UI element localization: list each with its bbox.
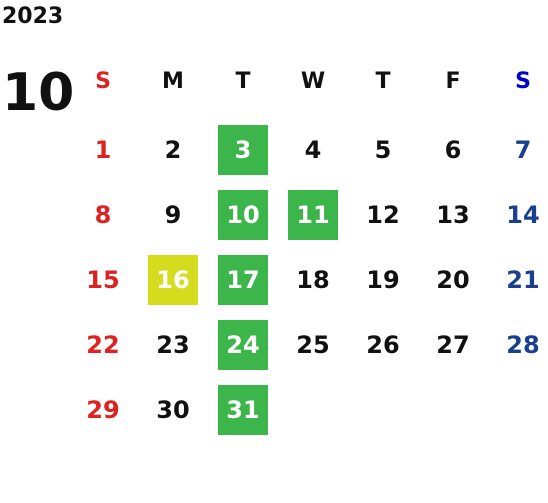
calendar-day-4[interactable]: 4 — [304, 136, 322, 164]
calendar-day-23[interactable]: 23 — [156, 331, 190, 359]
calendar-day-1[interactable]: 1 — [94, 136, 112, 164]
calendar-day-18[interactable]: 18 — [296, 266, 330, 294]
calendar-day-5[interactable]: 5 — [374, 136, 392, 164]
calendar-day-15[interactable]: 15 — [86, 266, 120, 294]
calendar-day-29[interactable]: 29 — [86, 396, 120, 424]
calendar-day-12[interactable]: 12 — [366, 201, 400, 229]
calendar-day-6[interactable]: 6 — [444, 136, 462, 164]
calendar-day-24[interactable]: 24 — [218, 320, 268, 370]
calendar-day-2[interactable]: 2 — [164, 136, 182, 164]
calendar-day-19[interactable]: 19 — [366, 266, 400, 294]
calendar-day-20[interactable]: 20 — [436, 266, 470, 294]
weekday-header-friday: F — [445, 68, 461, 94]
calendar-day-26[interactable]: 26 — [366, 331, 400, 359]
calendar-day-16[interactable]: 16 — [148, 255, 198, 305]
weekday-header-monday: M — [162, 68, 184, 94]
calendar-day-9[interactable]: 9 — [164, 201, 182, 229]
weekday-header-saturday: S — [515, 68, 531, 94]
calendar-day-17[interactable]: 17 — [218, 255, 268, 305]
calendar-day-22[interactable]: 22 — [86, 331, 120, 359]
calendar-day-27[interactable]: 27 — [436, 331, 470, 359]
calendar-day-30[interactable]: 30 — [156, 396, 190, 424]
calendar-day-10[interactable]: 10 — [218, 190, 268, 240]
calendar-day-14[interactable]: 14 — [506, 201, 540, 229]
weekday-header-tuesday: T — [235, 68, 251, 94]
calendar-day-13[interactable]: 13 — [436, 201, 470, 229]
calendar-year: 2023 — [2, 4, 64, 29]
calendar-day-25[interactable]: 25 — [296, 331, 330, 359]
calendar-day-7[interactable]: 7 — [514, 136, 532, 164]
calendar-day-28[interactable]: 28 — [506, 331, 540, 359]
calendar-day-11[interactable]: 11 — [288, 190, 338, 240]
weekday-header-thursday: T — [375, 68, 391, 94]
weekday-header-wednesday: W — [300, 68, 326, 94]
calendar-day-3[interactable]: 3 — [218, 125, 268, 175]
calendar-day-31[interactable]: 31 — [218, 385, 268, 435]
weekday-header-sunday: S — [95, 68, 111, 94]
calendar-month: 10 — [2, 63, 75, 123]
calendar-day-8[interactable]: 8 — [94, 201, 112, 229]
calendar-day-21[interactable]: 21 — [506, 266, 540, 294]
